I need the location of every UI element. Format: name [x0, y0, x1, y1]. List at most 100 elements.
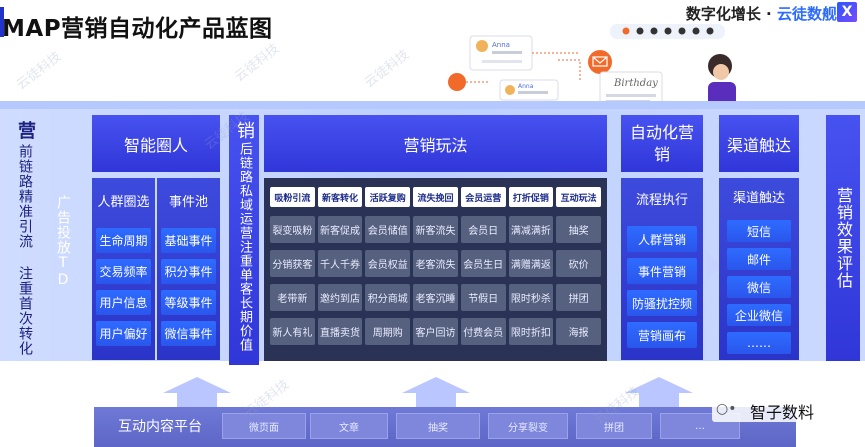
play-cell[interactable]: 限时折扣 — [508, 318, 554, 345]
play-cell[interactable]: 砍价 — [556, 250, 601, 277]
birthday-card-script: Birthday — [613, 78, 658, 89]
platform-item-article[interactable]: 文章 — [310, 413, 388, 439]
flow-arrow-icon — [706, 250, 720, 282]
play-cell[interactable]: 客户回访 — [413, 318, 458, 345]
profile-card-1-name: Anna — [492, 41, 510, 49]
play-cell[interactable]: 抽奖 — [556, 216, 601, 243]
play-cell[interactable]: 新人有礼 — [270, 318, 315, 345]
brand-prefix: 数字化增长 · — [685, 5, 777, 23]
watermark: 云徒科技 — [232, 41, 283, 85]
play-cell[interactable]: 新客促成 — [317, 216, 363, 243]
title-accent-bar — [0, 7, 4, 37]
play-cell[interactable]: 限时秒杀 — [508, 284, 554, 311]
play-cell[interactable]: 裂变吸粉 — [270, 216, 315, 243]
platform-item-share[interactable]: 分享裂变 — [488, 413, 568, 439]
brand-text: 数字化增长 · 云徒数舰 — [686, 3, 837, 24]
channel-item-email[interactable]: 邮件 — [727, 248, 791, 270]
profile-card-2 — [499, 79, 559, 101]
play-cell[interactable]: 老带新 — [270, 284, 315, 311]
page-title: MAP营销自动化产品蓝图 — [2, 16, 273, 42]
event-item-wechat[interactable]: 微信事件 — [161, 321, 216, 346]
post-chain-column: 销 后链路私域运营注重单客长期价值 — [229, 115, 259, 365]
automation-header: 自动化营销 — [621, 115, 703, 172]
person-face — [713, 64, 729, 80]
event-pool-title: 事件池 — [168, 194, 208, 210]
play-cell[interactable]: 海报 — [556, 318, 601, 345]
channel-item-sms[interactable]: 短信 — [727, 220, 791, 242]
share-node-icon — [448, 73, 466, 91]
channel-panel: 渠道触达 短信 邮件 微信 企业微信 …… — [719, 178, 799, 360]
flow-execution-title: 流程执行 — [635, 192, 688, 208]
event-item-points[interactable]: 积分事件 — [161, 259, 216, 284]
content-platform-label: 互动内容平台 — [118, 419, 202, 435]
crowd-item-lifecycle[interactable]: 生命周期 — [96, 228, 151, 253]
play-header-cell[interactable]: 流失挽回 — [413, 187, 458, 207]
play-cell[interactable]: 拼团 — [556, 284, 601, 311]
pre-chain-column: 营 前链路精准引流 注重首次转化 — [10, 115, 40, 365]
play-cell[interactable]: 会员储值 — [365, 216, 411, 243]
channel-item-wechat[interactable]: 微信 — [727, 276, 791, 298]
crowd-item-userinfo[interactable]: 用户信息 — [96, 290, 151, 315]
play-header-cell[interactable]: 活跃复购 — [365, 187, 411, 207]
event-item-basic[interactable]: 基础事件 — [161, 228, 216, 253]
ad-delivery-column: 广告投放TD — [48, 115, 78, 365]
up-arrow-icon — [402, 377, 470, 393]
ad-delivery-text: 广告投放TD — [55, 195, 71, 289]
channel-sub-title: 渠道触达 — [732, 190, 785, 206]
diagram-backdrop-top — [0, 101, 865, 109]
flow-execution-panel: 流程执行 人群营销 事件营销 防骚扰控频 营销画布 — [621, 178, 703, 360]
play-cell[interactable]: 积分商城 — [365, 284, 411, 311]
automation-item-canvas[interactable]: 营销画布 — [627, 322, 697, 348]
marketing-play-header: 营销玩法 — [264, 115, 607, 172]
up-arrow-icon — [625, 377, 693, 393]
play-cell[interactable]: 会员日 — [460, 216, 506, 243]
play-cell[interactable]: 千人千券 — [317, 250, 363, 277]
play-cell[interactable]: 节假日 — [460, 284, 506, 311]
crowd-item-preference[interactable]: 用户偏好 — [96, 321, 151, 346]
marketing-play-grid: 吸粉引流新客转化活跃复购流失挽回会员运营打折促销互动玩法裂变吸粉新客促成会员储值… — [264, 178, 607, 361]
post-chain-text: 后链路私域运营注重单客长期价值 — [237, 142, 252, 352]
smart-crowd-header: 智能圈人 — [92, 115, 220, 172]
event-item-level[interactable]: 等级事件 — [161, 290, 216, 315]
mail-icon — [588, 50, 612, 74]
platform-item-micropage[interactable]: 微页面 — [222, 413, 306, 439]
play-cell[interactable]: 老客流失 — [413, 250, 458, 277]
pre-chain-text: 前链路精准引流 注重首次转化 — [17, 144, 33, 356]
play-cell[interactable]: 直播卖货 — [317, 318, 363, 345]
avatar-icon — [505, 85, 515, 95]
wechat-icon: ○• — [716, 401, 737, 417]
platform-item-lottery[interactable]: 抽奖 — [396, 413, 480, 439]
event-pool-panel: 事件池 基础事件 积分事件 等级事件 微信事件 — [157, 178, 220, 360]
play-cell[interactable]: 会员权益 — [365, 250, 411, 277]
evaluation-text: 营销效果评估 — [834, 187, 853, 289]
play-cell[interactable]: 付费会员 — [460, 318, 506, 345]
play-header-cell[interactable]: 会员运营 — [460, 187, 506, 207]
crowd-item-frequency[interactable]: 交易频率 — [96, 259, 151, 284]
play-cell[interactable]: 新客流失 — [413, 216, 458, 243]
channel-item-wecom[interactable]: 企业微信 — [727, 304, 791, 326]
play-header-cell[interactable]: 新客转化 — [317, 187, 363, 207]
play-cell[interactable]: 满赠满返 — [508, 250, 554, 277]
play-header-cell[interactable]: 互动玩法 — [556, 187, 601, 207]
play-header-cell[interactable]: 打折促销 — [508, 187, 554, 207]
play-cell[interactable]: 满减满折 — [508, 216, 554, 243]
automation-item-event[interactable]: 事件营销 — [627, 258, 697, 284]
post-chain-title: 销 — [234, 121, 255, 140]
pre-chain-title: 营 — [15, 121, 36, 140]
play-cell[interactable]: 邀约到店 — [317, 284, 363, 311]
play-cell[interactable]: 周期购 — [365, 318, 411, 345]
play-header-cell[interactable]: 吸粉引流 — [270, 187, 315, 207]
channel-header: 渠道触达 — [719, 115, 799, 172]
channel-item-more[interactable]: …… — [727, 332, 791, 354]
automation-item-crowd[interactable]: 人群营销 — [627, 226, 697, 252]
play-cell[interactable]: 老客沉睡 — [413, 284, 458, 311]
play-cell[interactable]: 分销获客 — [270, 250, 315, 277]
brand-logo: X — [837, 2, 857, 22]
crowd-selection-title: 人群圈选 — [97, 194, 150, 210]
play-cell[interactable]: 会员生日 — [460, 250, 506, 277]
profile-card-2-name: Anna — [518, 83, 534, 90]
platform-item-group[interactable]: 拼团 — [576, 413, 652, 439]
automation-item-frequency[interactable]: 防骚扰控频 — [627, 290, 697, 316]
wechat-account-name: 智子数料 — [750, 403, 815, 422]
brand-name: 云徒数舰 — [776, 5, 837, 23]
